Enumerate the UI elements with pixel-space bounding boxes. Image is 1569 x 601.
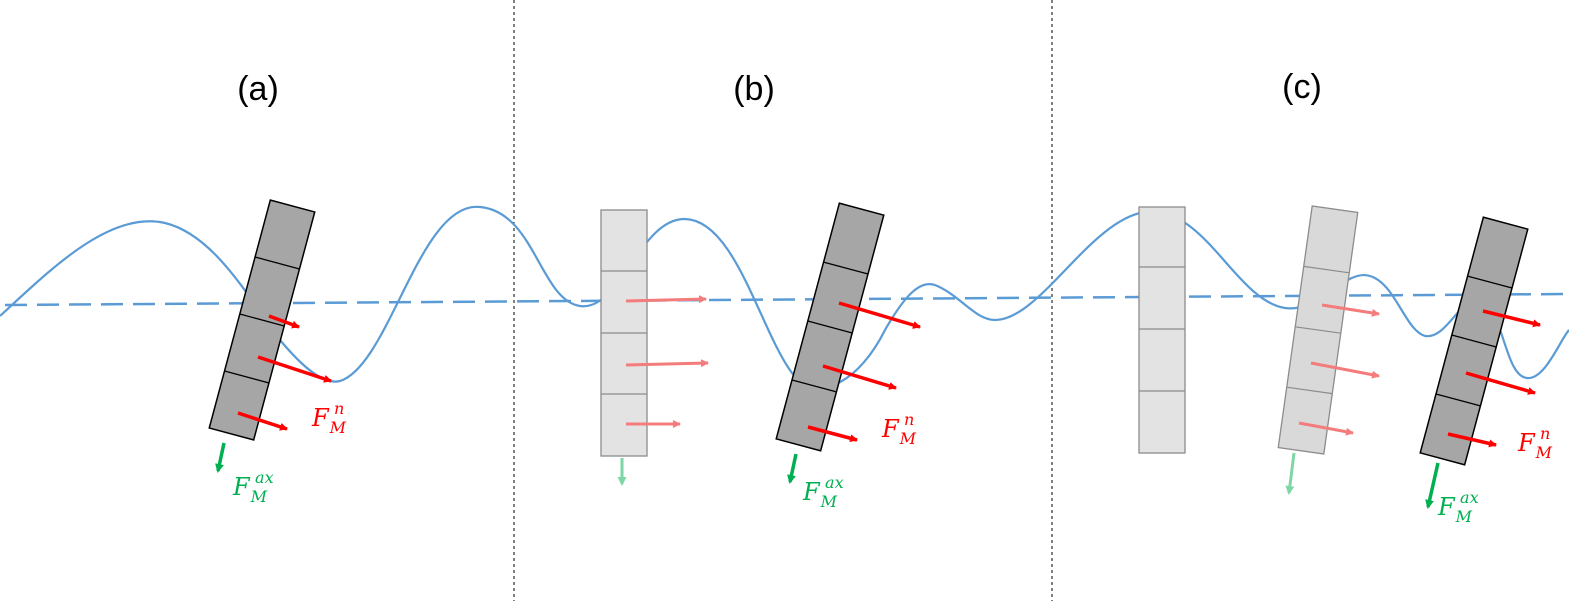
normal-force-arrows-b-previous — [625, 295, 709, 428]
panel-label-a: (a) — [237, 70, 279, 108]
normal-force-arrow — [807, 425, 858, 443]
normal-force-arrows-c — [1447, 309, 1541, 448]
axial-force-label-c: FMax — [1437, 488, 1479, 526]
cylinder-b — [775, 202, 885, 452]
panel-label-c: (c) — [1282, 68, 1322, 106]
normal-force-arrow — [268, 314, 300, 329]
normal-force-arrow — [822, 364, 897, 390]
normal-force-arrow — [625, 295, 707, 304]
normal-force-arrow — [1447, 432, 1497, 448]
axial-force-arrow-c — [1425, 462, 1440, 509]
normal-force-arrows-c-previous — [1298, 303, 1380, 436]
cylinder-c — [1419, 216, 1529, 466]
panel-label-b: (b) — [733, 70, 775, 108]
normal-force-arrow — [1321, 303, 1380, 317]
cylinder-a — [208, 199, 316, 441]
axial-force-arrow-a — [215, 442, 226, 473]
normal-force-arrow — [1482, 309, 1541, 328]
normal-force-label-c: FMn — [1517, 424, 1553, 462]
normal-force-arrow — [1465, 371, 1536, 395]
normal-force-arrow — [838, 301, 921, 329]
cylinder-c-previous — [1277, 205, 1359, 455]
normal-force-arrow — [257, 355, 332, 383]
normal-force-label-b: FMn — [881, 410, 917, 448]
axial-force-arrow-b — [787, 453, 798, 484]
normal-force-arrows-b — [807, 301, 921, 443]
normal-force-arrow — [1310, 361, 1380, 379]
axial-force-label-b: FMax — [802, 473, 844, 511]
axial-force-arrow-c-previous — [1285, 452, 1296, 495]
normal-force-arrow — [1298, 421, 1354, 436]
normal-force-arrow — [237, 411, 288, 431]
normal-force-arrow — [625, 359, 709, 368]
normal-force-arrows-a — [237, 314, 332, 431]
cylinder-b-previous — [600, 209, 648, 457]
cylinder-c-initial — [1138, 206, 1186, 454]
axial-force-label-a: FMax — [232, 468, 274, 506]
normal-force-label-a: FMn — [311, 399, 347, 437]
